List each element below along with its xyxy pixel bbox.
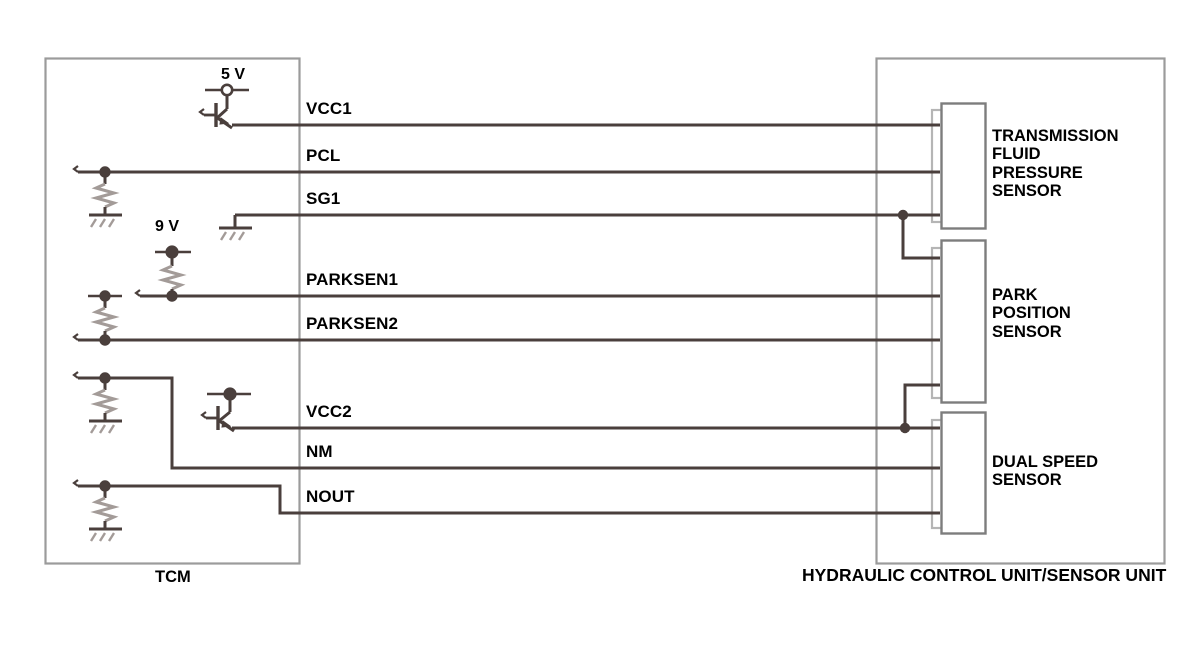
sensor-label-park-position: PARK POSITION SENSOR — [992, 286, 1071, 341]
sg1-ground-hatch — [219, 231, 246, 241]
transistor-5v-emitter-arrow — [219, 117, 230, 125]
tfp-sensor-box — [940, 102, 987, 230]
parksen2-terminal-hook — [72, 333, 79, 341]
junction-parksen1-pulldown — [99, 290, 111, 302]
nm-terminal-hook — [72, 371, 79, 379]
junction-vcc2-branch — [899, 422, 911, 434]
transistor-vcc2-emitter-arrow — [221, 420, 232, 428]
parksen1-terminal-hook — [134, 289, 141, 297]
supply-5v-node — [220, 83, 234, 97]
nm-ground-hatch — [89, 424, 116, 434]
transistor-vcc2-base-terminal-hook — [200, 411, 207, 419]
tcm-enclosure — [44, 57, 301, 565]
sensor-label-dual-speed: DUAL SPEED SENSOR — [992, 453, 1099, 490]
junction-nm — [99, 372, 111, 384]
junction-sg1-branch — [897, 209, 909, 221]
signal-label-sg1: SG1 — [306, 189, 341, 208]
resistor-pcl-body — [90, 182, 120, 209]
supply-9v-node — [165, 245, 179, 259]
signal-label-pcl: PCL — [306, 146, 341, 165]
signal-label-nout: NOUT — [306, 487, 355, 506]
pcl-ground-hatch — [89, 218, 116, 228]
signal-label-parksen1: PARKSEN1 — [306, 270, 399, 289]
transistor-vcc2-collector-slant — [218, 410, 231, 423]
wire-sg1-branch-to-park — [901, 215, 940, 260]
sensor-label-transmission-fluid-pressure: TRANSMISSION FLUID PRESSURE SENSOR — [992, 127, 1119, 201]
transistor-5v-collector-slant — [215, 107, 229, 120]
nout-ground-hatch — [89, 532, 116, 542]
supply-vcc2-node — [223, 387, 237, 401]
pcl-terminal-hook — [72, 165, 79, 173]
signal-label-vcc2: VCC2 — [306, 402, 352, 421]
junction-parksen2 — [99, 334, 111, 346]
wire-nout — [78, 484, 940, 515]
wire-vcc2-branch-to-park — [903, 383, 940, 428]
supply-label-5v: 5 V — [221, 66, 246, 83]
nout-terminal-hook — [72, 479, 79, 487]
junction-nout — [99, 480, 111, 492]
enclosure-label-hydraulic-control-unit: HYDRAULIC CONTROL UNIT/SENSOR UNIT — [802, 565, 1167, 585]
enclosure-label-tcm: TCM — [155, 568, 191, 586]
wire-nm — [78, 376, 940, 470]
junction-parksen1-9v — [166, 290, 178, 302]
transistor-5v-base-terminal-hook — [198, 108, 205, 116]
signal-label-vcc1: VCC1 — [306, 99, 352, 118]
signal-label-parksen2: PARKSEN2 — [306, 314, 399, 333]
junction-pcl — [99, 166, 111, 178]
signal-label-nm: NM — [306, 442, 333, 461]
resistor-nout-body — [90, 496, 120, 523]
hcu-enclosure — [875, 57, 1166, 565]
resistor-nm-body — [90, 388, 120, 415]
supply-label-9v: 9 V — [155, 218, 180, 235]
park-position-sensor-box — [940, 239, 987, 404]
resistor-parksen-body — [90, 306, 120, 333]
resistor-9v-body — [157, 264, 187, 291]
dual-speed-sensor-box — [940, 411, 987, 535]
